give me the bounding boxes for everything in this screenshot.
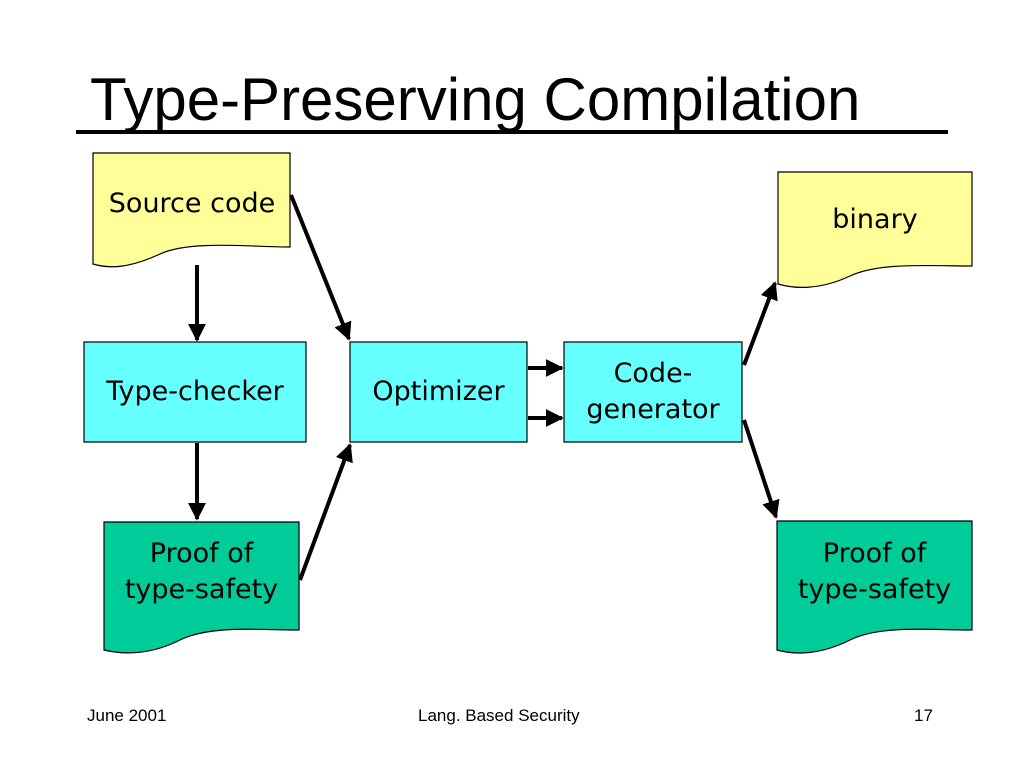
proof-left-line-2: type-safety (124, 574, 279, 605)
arrow-codegen-to-proof (742, 419, 780, 519)
source-code-document (92, 152, 291, 268)
footer-date: June 2001 (87, 706, 167, 725)
optimizer-label: Optimizer (372, 376, 505, 407)
arrow-proof-to-optimizer (298, 443, 353, 581)
source-code-label: Source code (108, 188, 276, 219)
code-generator-label: Code- generator (564, 356, 742, 428)
code-generator-box (563, 341, 743, 443)
proof-right-document (776, 520, 973, 654)
proof-left-label: Proof of type-safety (104, 536, 299, 608)
proof-left-document (103, 521, 300, 654)
proof-left-line-1: Proof of (149, 538, 254, 569)
proof-right-label: Proof of type-safety (777, 536, 972, 608)
code-generator-line-2: generator (586, 394, 720, 425)
slide-title: Type-Preserving Compilation (90, 66, 861, 133)
type-checker-box (83, 341, 307, 443)
proof-right-line-1: Proof of (822, 538, 927, 569)
binary-label: binary (832, 204, 918, 235)
footer-center: Lang. Based Security (418, 706, 580, 725)
footer-page-number: 17 (914, 706, 933, 725)
binary-document (777, 171, 973, 288)
title-underline (76, 130, 948, 134)
type-checker-label: Type-checker (106, 376, 284, 407)
arrow-codegen-to-binary (742, 281, 778, 366)
arrow-source-to-optimizer (289, 194, 352, 341)
proof-right-line-2: type-safety (797, 574, 952, 605)
code-generator-line-1: Code- (613, 358, 693, 389)
optimizer-box (349, 341, 528, 443)
